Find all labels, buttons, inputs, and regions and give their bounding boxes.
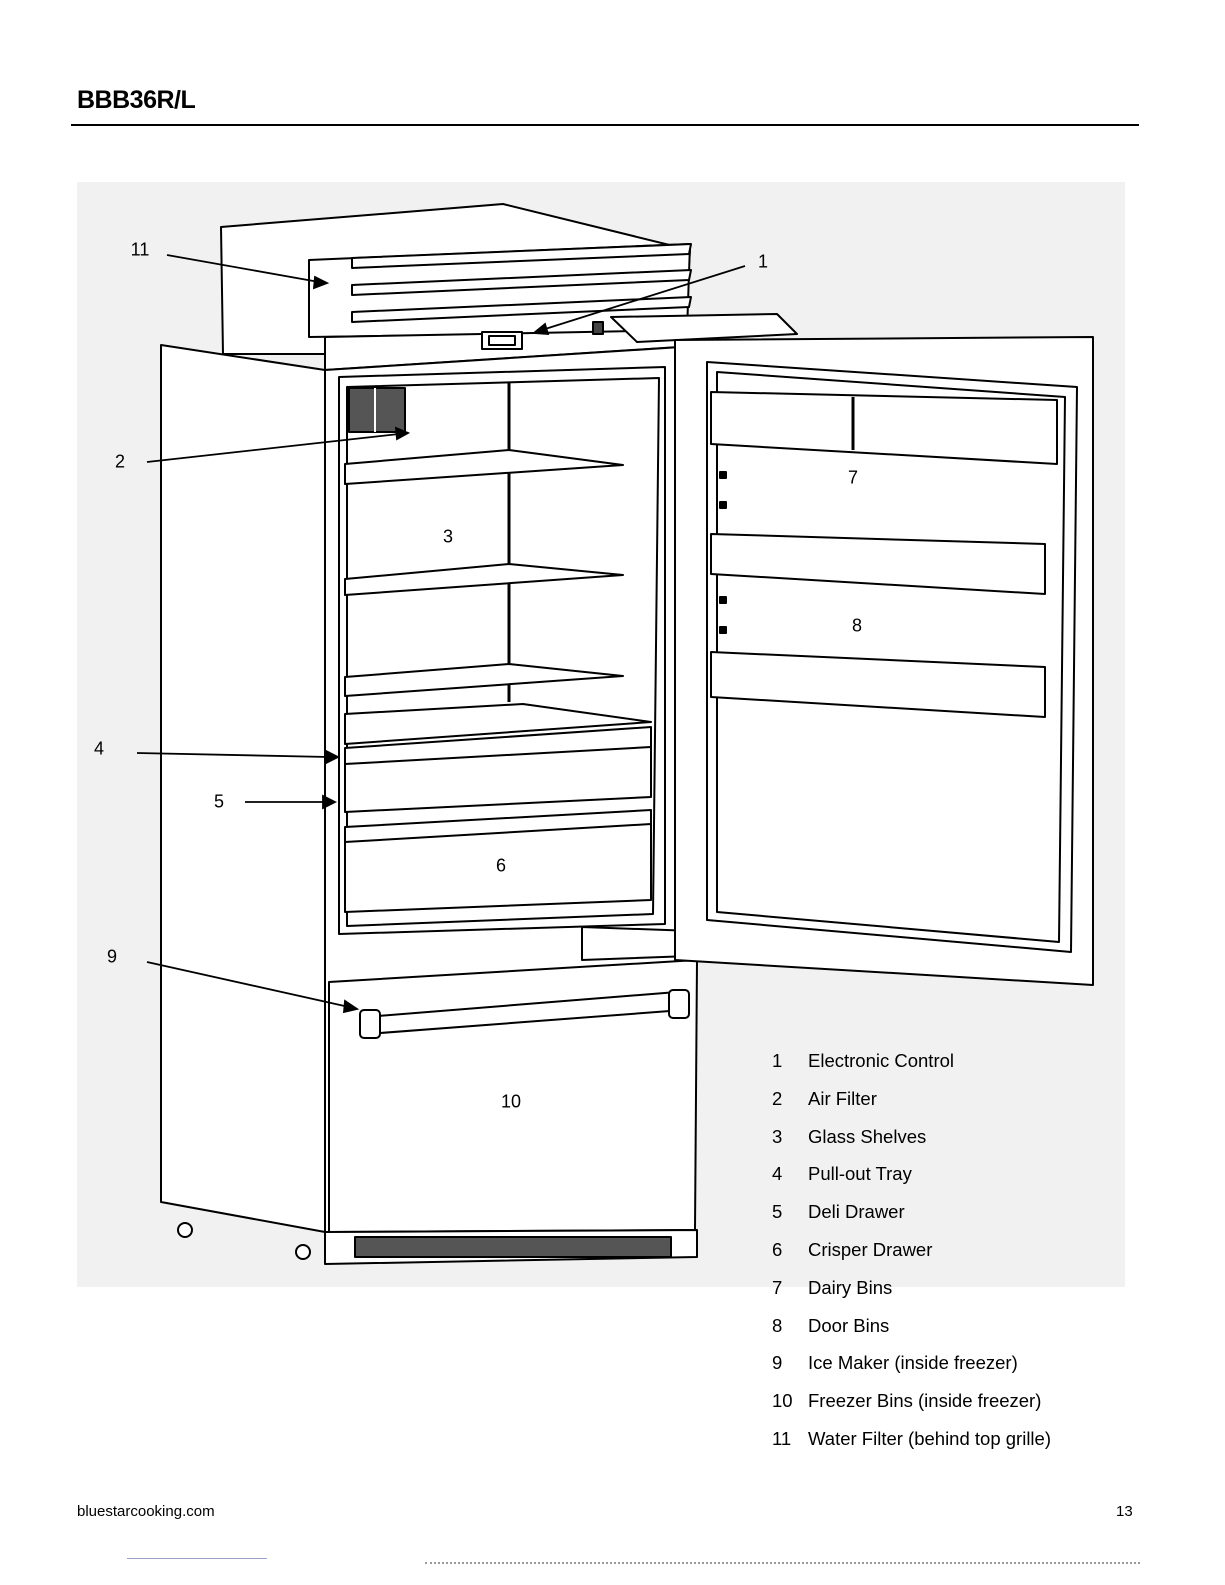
callout-label: 6 xyxy=(496,856,506,877)
legend-text: Freezer Bins (inside freezer) xyxy=(808,1390,1041,1412)
toe-kick-grille xyxy=(355,1237,671,1257)
legend-number: 9 xyxy=(772,1352,782,1374)
legend-text: Crisper Drawer xyxy=(808,1239,932,1261)
legend-text: Deli Drawer xyxy=(808,1201,905,1223)
cabinet-left-side xyxy=(161,345,325,1232)
callout-label: 8 xyxy=(852,616,862,637)
legend-text: Ice Maker (inside freezer) xyxy=(808,1352,1018,1374)
footer-website: bluestarcooking.com xyxy=(77,1503,215,1520)
scan-artifact-dots xyxy=(425,1562,1140,1564)
page-title: BBB36R/L xyxy=(77,86,195,115)
legend-item: 9 Ice Maker (inside freezer) xyxy=(770,1348,1100,1386)
legend-number: 7 xyxy=(772,1277,782,1299)
scan-artifact-line xyxy=(127,1558,267,1559)
legend-text: Water Filter (behind top grille) xyxy=(808,1428,1051,1450)
legend-item: 1 Electronic Control xyxy=(770,1046,1100,1084)
callout-label: 9 xyxy=(107,947,117,968)
legend-number: 10 xyxy=(772,1390,793,1412)
legend-number: 11 xyxy=(772,1428,791,1450)
callout-label: 7 xyxy=(848,468,858,489)
callout-label: 1 xyxy=(758,252,768,273)
legend-text: Electronic Control xyxy=(808,1050,954,1072)
callout-label: 4 xyxy=(94,739,104,760)
legend-text: Glass Shelves xyxy=(808,1126,926,1148)
legend-number: 4 xyxy=(772,1163,782,1185)
legend-item: 6 Crisper Drawer xyxy=(770,1235,1100,1273)
legend-number: 5 xyxy=(772,1201,782,1223)
title-rule xyxy=(71,124,1139,126)
legend-text: Dairy Bins xyxy=(808,1277,892,1299)
legend-number: 6 xyxy=(772,1239,782,1261)
legend-item: 4 Pull-out Tray xyxy=(770,1159,1100,1197)
callout-label: 3 xyxy=(443,527,453,548)
legend-item: 5 Deli Drawer xyxy=(770,1197,1100,1235)
legend-number: 2 xyxy=(772,1088,782,1110)
legend-text: Air Filter xyxy=(808,1088,877,1110)
legend-item: 10 Freezer Bins (inside freezer) xyxy=(770,1386,1100,1424)
legend-item: 3 Glass Shelves xyxy=(770,1122,1100,1160)
legend-number: 8 xyxy=(772,1315,782,1337)
legend-number: 3 xyxy=(772,1126,782,1148)
page-number: 13 xyxy=(1116,1503,1133,1520)
legend-text: Pull-out Tray xyxy=(808,1163,912,1185)
callout-label: 10 xyxy=(501,1092,521,1113)
legend-item: 7 Dairy Bins xyxy=(770,1273,1100,1311)
top-hinge xyxy=(611,314,797,342)
parts-legend: 1 Electronic Control 2 Air Filter 3 Glass S… xyxy=(770,1046,1100,1462)
callout-label: 11 xyxy=(131,240,150,261)
callout-label: 5 xyxy=(214,792,224,813)
legend-item: 11 Water Filter (behind top grille) xyxy=(770,1424,1100,1462)
legend-number: 1 xyxy=(772,1050,782,1072)
legend-text: Door Bins xyxy=(808,1315,889,1337)
legend-item: 8 Door Bins xyxy=(770,1311,1100,1349)
callout-label: 2 xyxy=(115,452,125,473)
air-filter-vent xyxy=(349,388,405,432)
legend-item: 2 Air Filter xyxy=(770,1084,1100,1122)
